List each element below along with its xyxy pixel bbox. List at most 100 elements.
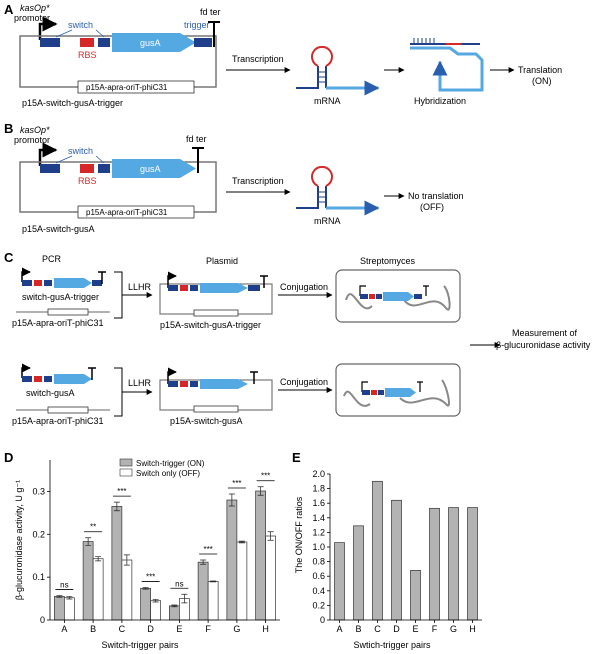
- y-tick-0.2: 0.2: [32, 529, 45, 539]
- panel-b: B kasOp* promotor gusA switch RBS fd ter…: [4, 121, 464, 234]
- plasmid-1-drawing: [159, 271, 273, 317]
- backbone-box: [77, 80, 195, 94]
- gusa-gene-icon: [112, 159, 196, 178]
- bar-H-on: [255, 490, 266, 621]
- sig-label-H: ***: [261, 472, 270, 481]
- streptomyces-header: Streptomyces: [360, 256, 416, 266]
- y-tick-2.0: 2.0: [312, 469, 325, 479]
- bar-H-off: [265, 535, 276, 621]
- y-tick-0.2: 0.2: [312, 600, 325, 610]
- x-tick-D: D: [393, 624, 400, 634]
- bar-F-off: [207, 581, 219, 621]
- x-tick-G: G: [233, 624, 240, 634]
- backbone-label-1: p15A-apra-oriT-phiC31: [12, 318, 104, 328]
- backbone-label: p15A-apra-oriT-phiC31: [86, 208, 168, 217]
- panel-label-a: A: [4, 2, 14, 17]
- y-tick-0.1: 0.1: [32, 572, 45, 582]
- y-tick-0.4: 0.4: [312, 586, 325, 596]
- y-tick-0.8: 0.8: [312, 557, 325, 567]
- bar-F: [429, 507, 440, 621]
- error-bar-G-1: [238, 540, 245, 544]
- bar-G-on: [226, 499, 238, 621]
- x-tick-C: C: [374, 624, 381, 634]
- bar-F-on: [197, 561, 209, 621]
- promoter-label-2: promotor: [14, 135, 50, 145]
- x-tick-C: C: [119, 624, 126, 634]
- plasmid-2-drawing: [159, 367, 273, 413]
- error-bar-B-1: [95, 556, 102, 562]
- translation-on: (ON): [532, 76, 552, 86]
- pcr-label: PCR: [42, 254, 62, 264]
- mrna-label: mRNA: [314, 216, 341, 226]
- promoter-label-2: promotor: [14, 13, 50, 23]
- promoter-arrow-icon: [38, 142, 58, 166]
- mrna-loop: [311, 165, 333, 187]
- bar-G-off: [236, 541, 248, 621]
- bar-A-off: [64, 597, 75, 621]
- x-tick-B: B: [355, 624, 361, 634]
- x-tick-G: G: [450, 624, 457, 634]
- chart-d-legend: Switch-trigger (ON) Switch only (OFF): [119, 458, 205, 478]
- error-bar-E-1: [181, 593, 188, 604]
- gene-label: gusA: [140, 38, 161, 48]
- y-tick-0: 0: [320, 615, 325, 625]
- trigger-label: trigger: [184, 20, 210, 30]
- error-bar-A-0: [56, 595, 63, 598]
- chart-e-marks: [334, 480, 478, 621]
- rbs-label: RBS: [78, 176, 97, 186]
- pcr-fragment-1: [21, 267, 106, 288]
- error-bar-B-0: [85, 537, 92, 546]
- backbone-box: [77, 205, 195, 219]
- chart-d-xlabel: Switch-trigger pairs: [101, 640, 179, 650]
- backbone-label: p15A-apra-oriT-phiC31: [86, 83, 168, 92]
- bar-H: [467, 507, 478, 621]
- bar-D: [391, 499, 402, 621]
- sig-label-D: ***: [146, 572, 155, 581]
- translation-label: Translation: [518, 65, 562, 75]
- y-tick-0.3: 0.3: [32, 486, 45, 496]
- bar-C-on: [111, 506, 123, 621]
- x-tick-B: B: [90, 624, 96, 634]
- x-tick-E: E: [176, 624, 182, 634]
- sig-label-E: ns: [175, 579, 183, 588]
- chart-d-ylabel: β-glucuronidase activity, U g⁻¹: [14, 480, 24, 600]
- error-bar-F-0: [200, 559, 207, 565]
- y-tick-1.4: 1.4: [312, 513, 325, 523]
- x-tick-D: D: [147, 624, 154, 634]
- x-tick-A: A: [336, 624, 342, 634]
- error-bar-G-0: [228, 493, 235, 507]
- off-label: (OFF): [420, 202, 444, 212]
- measurement-label-2: β-glucuronidase activity: [496, 340, 591, 350]
- mrna-stem-left: [296, 186, 319, 209]
- plasmid-name: p15A-switch-gusA-trigger: [22, 98, 123, 108]
- terminator-label: fd ter: [186, 134, 207, 144]
- y-tick-1.6: 1.6: [312, 498, 325, 508]
- panel-label-d: D: [4, 450, 13, 465]
- error-bar-D-0: [142, 587, 149, 590]
- x-tick-A: A: [61, 624, 67, 634]
- backbone-fragment-2: [47, 406, 89, 414]
- llhr-label-1: LLHR: [128, 282, 152, 292]
- backbone-label-2: p15A-apra-oriT-phiC31: [12, 416, 104, 426]
- rbs-block: [80, 38, 94, 47]
- transcription-label: Transcription: [232, 54, 284, 64]
- sig-label-F: ***: [203, 545, 212, 554]
- terminator-icon: [192, 147, 204, 173]
- bar-D-on: [140, 587, 151, 621]
- bar-G: [448, 507, 459, 621]
- panel-label-b: B: [4, 121, 13, 136]
- x-tick-H: H: [469, 624, 476, 634]
- y-tick-1.0: 1.0: [312, 542, 325, 552]
- bar-A: [334, 542, 345, 621]
- error-bar-H-1: [267, 531, 274, 541]
- plasmid-2-label: p15A-switch-gusA: [170, 416, 243, 426]
- promoter-arrow-icon: [38, 16, 58, 40]
- gusa-gene-icon: [112, 33, 196, 52]
- transcription-label: Transcription: [232, 176, 284, 186]
- chart-d-marks: ns********ns*********: [54, 472, 276, 621]
- chart-e-ylabel: The ON/OFF ratios: [294, 496, 304, 573]
- streptomyces-cell-2: [335, 363, 461, 417]
- measurement-label-1: Measurement of: [512, 328, 578, 338]
